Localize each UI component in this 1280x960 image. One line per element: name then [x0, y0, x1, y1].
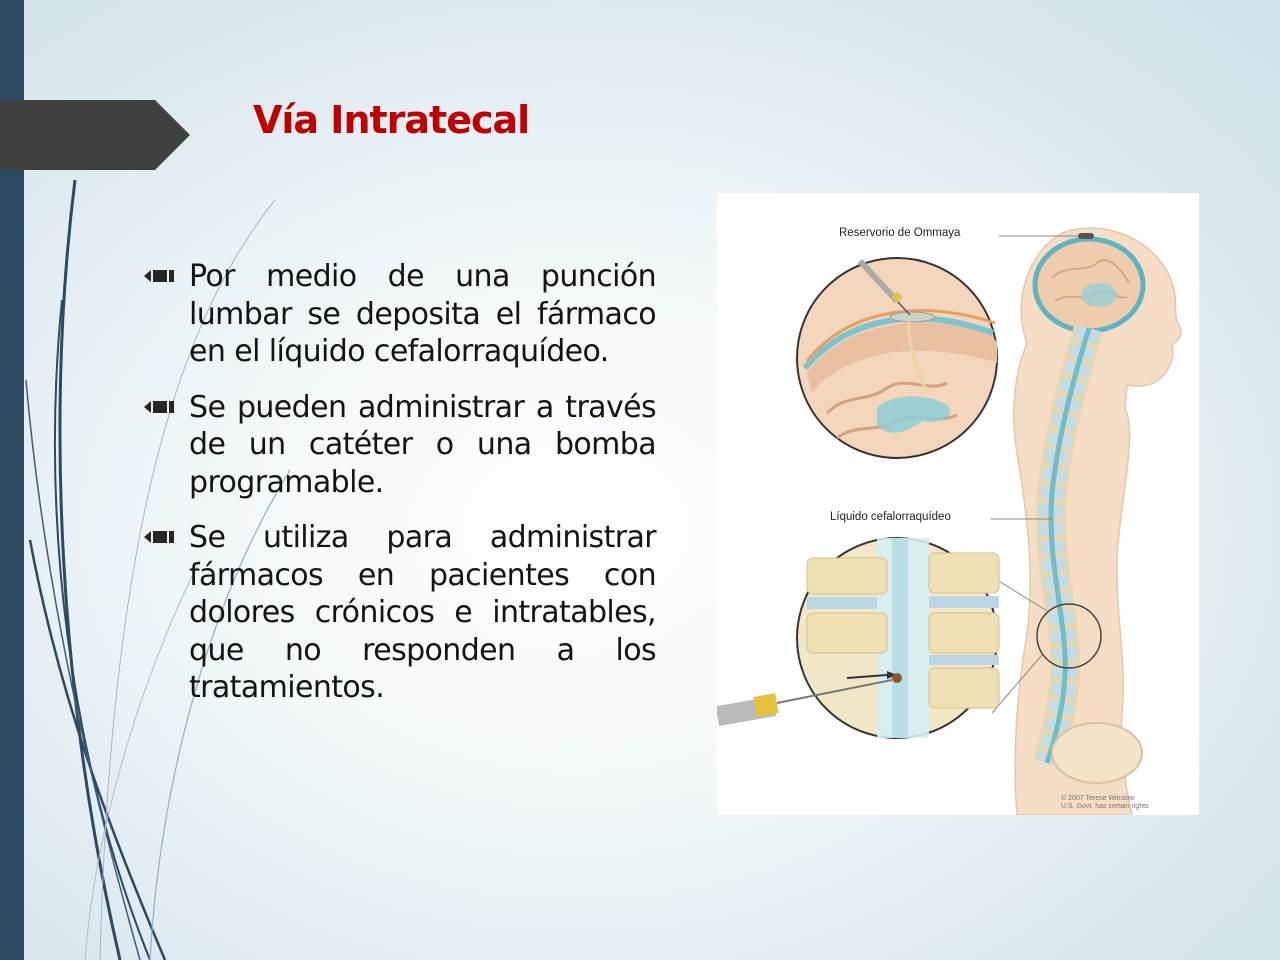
pencil-icon — [144, 270, 174, 282]
bullet-list: Por medio de una punción lumbar se depos… — [140, 258, 657, 725]
bullet-text: Por medio de una punción lumbar se depos… — [189, 259, 657, 369]
title-arrow-shape — [0, 100, 190, 170]
bullet-text: Se utiliza para administrar fármacos en … — [189, 520, 657, 705]
label-ommaya-reservoir: Reservorio de Ommaya — [839, 227, 961, 239]
spine-brain-drawing — [717, 227, 1182, 815]
pencil-icon — [144, 531, 174, 543]
bullet-text: Se pueden administrar a través de un cat… — [189, 389, 657, 500]
bullet-item: Se utiliza para administrar fármacos en … — [140, 519, 657, 707]
pencil-icon — [144, 400, 174, 413]
slide-title: Vía Intratecal — [253, 98, 530, 142]
bullet-item: Por medio de una punción lumbar se depos… — [140, 258, 657, 371]
decorative-curves — [25, 179, 291, 960]
credit-rights: U.S. Govt. has certain rights — [1061, 803, 1149, 810]
credit-line: © 2007 Terese Winslow — [1061, 795, 1135, 802]
anatomy-illustration: Reservorio de Ommaya Líquido cefalorraqu… — [717, 193, 1199, 815]
bullet-item: Se pueden administrar a través de un cat… — [140, 389, 657, 502]
label-csf: Líquido cefalorraquídeo — [830, 511, 951, 523]
